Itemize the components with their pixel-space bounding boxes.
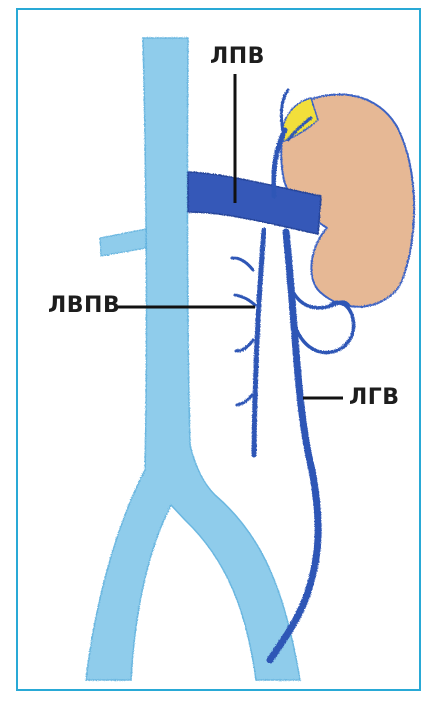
label-lpv: ЛПВ (210, 44, 265, 69)
ivc-side-branch (100, 229, 146, 256)
left-ascending-lumbar-vein (232, 230, 264, 455)
inferior-vena-cava (86, 38, 300, 680)
label-lgv: ЛГВ (349, 385, 400, 410)
label-lvpv: ЛВПВ (48, 293, 120, 318)
